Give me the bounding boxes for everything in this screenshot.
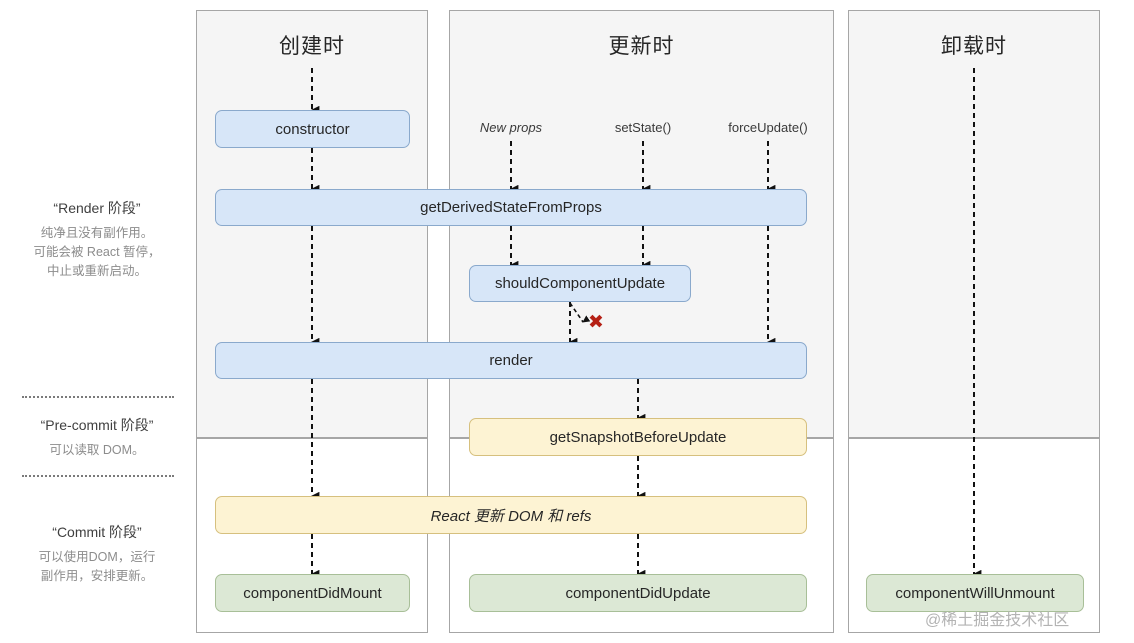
- trigger-new-props: New props: [479, 120, 543, 135]
- phase-divider-bottom: [22, 475, 174, 477]
- column-title-mount: 创建时: [279, 35, 345, 58]
- phase-commit: “Commit 阶段” 可以使用DOM，运行 副作用，安排更新。: [4, 522, 190, 586]
- lifecycle-box-component-did-mount[interactable]: componentDidMount: [215, 574, 410, 612]
- phase-commit-desc-line-2: 副作用，安排更新。: [40, 569, 154, 583]
- lifecycle-box-component-will-unmount[interactable]: componentWillUnmount: [866, 574, 1084, 612]
- lifecycle-box-constructor[interactable]: constructor: [215, 110, 410, 148]
- lifecycle-box-render[interactable]: render: [215, 342, 807, 379]
- phase-render-desc-line-2: 可能会被 React 暂停，: [33, 245, 161, 259]
- phase-pre-commit: “Pre-commit 阶段” 可以读取 DOM。: [4, 415, 190, 460]
- phase-render: “Render 阶段” 纯净且没有副作用。 可能会被 React 暂停， 中止或…: [4, 198, 190, 281]
- phase-pre-commit-desc-line-1: 可以读取 DOM。: [49, 443, 145, 457]
- skip-update-x-icon: ✖: [588, 311, 604, 333]
- phase-render-desc-line-1: 纯净且没有副作用。: [40, 226, 154, 240]
- trigger-set-state: setState(): [614, 120, 672, 135]
- column-panel-unmount-upper: [848, 10, 1100, 438]
- phase-pre-commit-desc: 可以读取 DOM。: [4, 441, 190, 460]
- trigger-force-update: forceUpdate(): [728, 120, 808, 135]
- phase-render-desc: 纯净且没有副作用。 可能会被 React 暂停， 中止或重新启动。: [4, 224, 190, 281]
- phase-commit-title: “Commit 阶段”: [52, 524, 142, 540]
- site-watermark: @稀土掘金技术社区: [925, 612, 1070, 629]
- phase-commit-desc-line-1: 可以使用DOM，运行: [38, 550, 156, 564]
- lifecycle-box-should-component-update[interactable]: shouldComponentUpdate: [469, 265, 691, 302]
- column-title-unmount: 卸载时: [941, 35, 1007, 58]
- phase-commit-desc: 可以使用DOM，运行 副作用，安排更新。: [4, 548, 190, 586]
- phase-pre-commit-title: “Pre-commit 阶段”: [40, 417, 154, 433]
- column-title-update: 更新时: [608, 35, 675, 58]
- lifecycle-box-component-did-update[interactable]: componentDidUpdate: [469, 574, 807, 612]
- lifecycle-box-get-derived-state-from-props[interactable]: getDerivedStateFromProps: [215, 189, 807, 226]
- phase-divider-top: [22, 396, 174, 398]
- phase-render-title: “Render 阶段”: [53, 200, 141, 216]
- lifecycle-box-react-updates-dom[interactable]: React 更新 DOM 和 refs: [215, 496, 807, 534]
- phase-render-desc-line-3: 中止或重新启动。: [46, 264, 147, 278]
- lifecycle-box-get-snapshot-before-update[interactable]: getSnapshotBeforeUpdate: [469, 418, 807, 456]
